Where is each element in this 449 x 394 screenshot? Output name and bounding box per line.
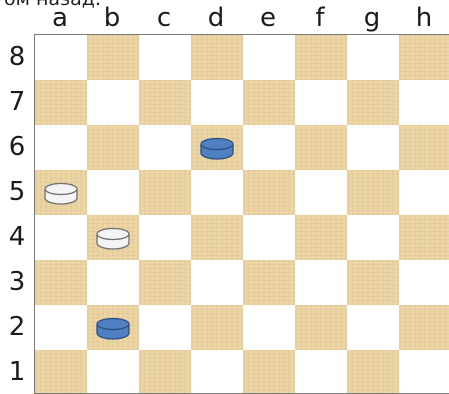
blue-checker-piece-b2[interactable] <box>95 317 131 341</box>
rank-label-3: 3 <box>6 267 28 297</box>
square-f3[interactable] <box>295 260 347 305</box>
square-h7[interactable] <box>399 80 449 125</box>
square-a1[interactable] <box>35 350 87 394</box>
file-label-c: c <box>138 4 190 32</box>
square-d7[interactable] <box>191 80 243 125</box>
square-f8[interactable] <box>295 35 347 80</box>
square-e5[interactable] <box>243 170 295 215</box>
square-h3[interactable] <box>399 260 449 305</box>
file-label-g: g <box>346 4 398 32</box>
square-e3[interactable] <box>243 260 295 305</box>
square-h6[interactable] <box>399 125 449 170</box>
square-h8[interactable] <box>399 35 449 80</box>
square-c4[interactable] <box>139 215 191 260</box>
square-c3[interactable] <box>139 260 191 305</box>
square-c1[interactable] <box>139 350 191 394</box>
rank-labels: 8 7 6 5 4 3 2 1 <box>0 34 34 394</box>
square-a4[interactable] <box>35 215 87 260</box>
file-label-b: b <box>86 4 138 32</box>
square-c8[interactable] <box>139 35 191 80</box>
rank-label-4: 4 <box>6 222 28 252</box>
square-d5[interactable] <box>191 170 243 215</box>
square-a3[interactable] <box>35 260 87 305</box>
square-e6[interactable] <box>243 125 295 170</box>
white-checker-piece-a5[interactable] <box>43 182 79 206</box>
rank-label-8: 8 <box>6 42 28 72</box>
square-a6[interactable] <box>35 125 87 170</box>
square-g5[interactable] <box>347 170 399 215</box>
blue-checker-piece-d6[interactable] <box>199 137 235 161</box>
square-b5[interactable] <box>87 170 139 215</box>
square-e2[interactable] <box>243 305 295 350</box>
square-h1[interactable] <box>399 350 449 394</box>
square-f6[interactable] <box>295 125 347 170</box>
file-label-a: a <box>34 4 86 32</box>
square-a7[interactable] <box>35 80 87 125</box>
file-label-f: f <box>294 4 346 32</box>
square-d6[interactable] <box>191 125 243 170</box>
square-g8[interactable] <box>347 35 399 80</box>
square-f5[interactable] <box>295 170 347 215</box>
square-b4[interactable] <box>87 215 139 260</box>
rank-label-2: 2 <box>6 312 28 342</box>
file-label-d: d <box>190 4 242 32</box>
square-d8[interactable] <box>191 35 243 80</box>
square-e7[interactable] <box>243 80 295 125</box>
square-d2[interactable] <box>191 305 243 350</box>
square-d1[interactable] <box>191 350 243 394</box>
square-e4[interactable] <box>243 215 295 260</box>
square-b6[interactable] <box>87 125 139 170</box>
square-c2[interactable] <box>139 305 191 350</box>
square-f1[interactable] <box>295 350 347 394</box>
file-label-h: h <box>398 4 449 32</box>
square-b2[interactable] <box>87 305 139 350</box>
square-f7[interactable] <box>295 80 347 125</box>
white-checker-piece-b4[interactable] <box>95 227 131 251</box>
square-b7[interactable] <box>87 80 139 125</box>
square-c6[interactable] <box>139 125 191 170</box>
square-b3[interactable] <box>87 260 139 305</box>
square-e1[interactable] <box>243 350 295 394</box>
square-h5[interactable] <box>399 170 449 215</box>
square-c5[interactable] <box>139 170 191 215</box>
square-g1[interactable] <box>347 350 399 394</box>
square-h2[interactable] <box>399 305 449 350</box>
rank-label-7: 7 <box>6 87 28 117</box>
rank-label-1: 1 <box>6 357 28 387</box>
square-g3[interactable] <box>347 260 399 305</box>
square-e8[interactable] <box>243 35 295 80</box>
square-a2[interactable] <box>35 305 87 350</box>
square-a5[interactable] <box>35 170 87 215</box>
checkers-board[interactable] <box>34 34 449 394</box>
file-label-e: e <box>242 4 294 32</box>
square-g2[interactable] <box>347 305 399 350</box>
square-d4[interactable] <box>191 215 243 260</box>
square-g4[interactable] <box>347 215 399 260</box>
square-f4[interactable] <box>295 215 347 260</box>
rank-label-5: 5 <box>6 177 28 207</box>
square-c7[interactable] <box>139 80 191 125</box>
square-g7[interactable] <box>347 80 399 125</box>
square-d3[interactable] <box>191 260 243 305</box>
square-a8[interactable] <box>35 35 87 80</box>
square-b1[interactable] <box>87 350 139 394</box>
square-f2[interactable] <box>295 305 347 350</box>
rank-label-6: 6 <box>6 132 28 162</box>
square-h4[interactable] <box>399 215 449 260</box>
square-g6[interactable] <box>347 125 399 170</box>
square-b8[interactable] <box>87 35 139 80</box>
